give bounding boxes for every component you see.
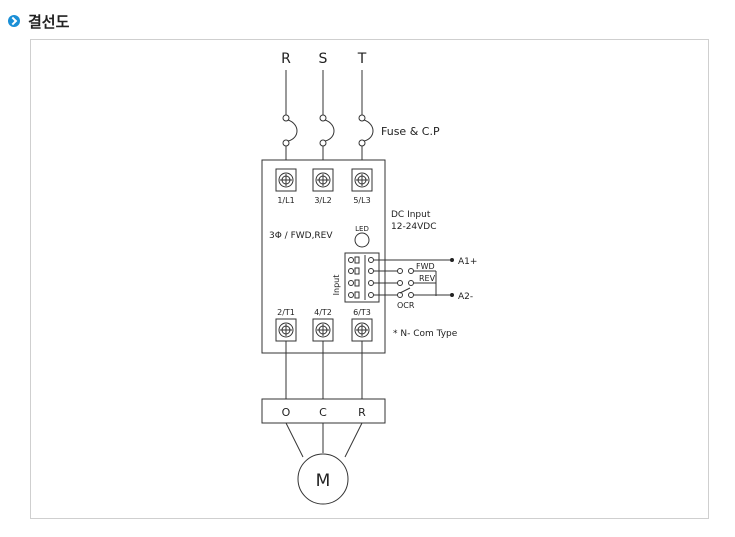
motor-symbol xyxy=(297,453,349,505)
input-terminal-pins xyxy=(348,255,374,300)
led-label: LED xyxy=(355,225,369,233)
phase-label-r: R xyxy=(281,51,291,67)
a2-label: A2- xyxy=(458,292,473,302)
motor-terminal-c: C xyxy=(319,406,327,419)
fuse-r xyxy=(282,114,298,147)
terminal-3-l2 xyxy=(312,168,334,192)
terminal-5-l3 xyxy=(351,168,373,192)
terminal-label-4-t2: 4/T2 xyxy=(314,308,332,317)
wiring-diagram-frame xyxy=(30,39,709,519)
fuse-s xyxy=(319,114,335,147)
fuse-label: Fuse & C.P xyxy=(381,125,440,138)
fwd-label: FWD xyxy=(416,262,435,271)
chevron-circle-icon xyxy=(8,15,20,27)
terminal-label-1-l1: 1/L1 xyxy=(277,196,294,205)
terminal-label-3-l2: 3/L2 xyxy=(314,196,331,205)
a1-label: A1+ xyxy=(458,257,477,267)
terminal-4-t2 xyxy=(312,318,334,342)
input-terminal-block xyxy=(344,252,380,303)
a2-terminal-dot xyxy=(450,293,454,297)
section-heading: 결선도 xyxy=(8,10,69,32)
fuse-t xyxy=(358,114,374,147)
ocr-label: OCR xyxy=(397,301,415,310)
a1-terminal-dot xyxy=(450,258,454,262)
led-indicator xyxy=(354,232,370,248)
terminal-6-t3 xyxy=(351,318,373,342)
dc-voltage-label: 12-24VDC xyxy=(391,222,437,232)
terminal-label-2-t1: 2/T1 xyxy=(277,308,295,317)
motor-label: M xyxy=(316,471,331,491)
terminal-1-l1 xyxy=(275,168,297,192)
section-title: 결선도 xyxy=(28,12,70,31)
phase-label-s: S xyxy=(319,51,328,67)
phase-label-t: T xyxy=(357,51,367,67)
motor-terminal-o: O xyxy=(282,406,291,419)
terminal-label-5-l3: 5/L3 xyxy=(353,196,370,205)
rev-label: REV xyxy=(419,274,436,283)
com-type-note: * N- Com Type xyxy=(393,329,458,339)
terminal-label-6-t3: 6/T3 xyxy=(353,308,371,317)
device-type-label: 3Φ / FWD,REV xyxy=(269,231,333,241)
input-label: Input xyxy=(332,275,341,296)
dc-input-label: DC Input xyxy=(391,210,431,220)
terminal-2-t1 xyxy=(275,318,297,342)
motor-terminal-r: R xyxy=(358,406,366,419)
